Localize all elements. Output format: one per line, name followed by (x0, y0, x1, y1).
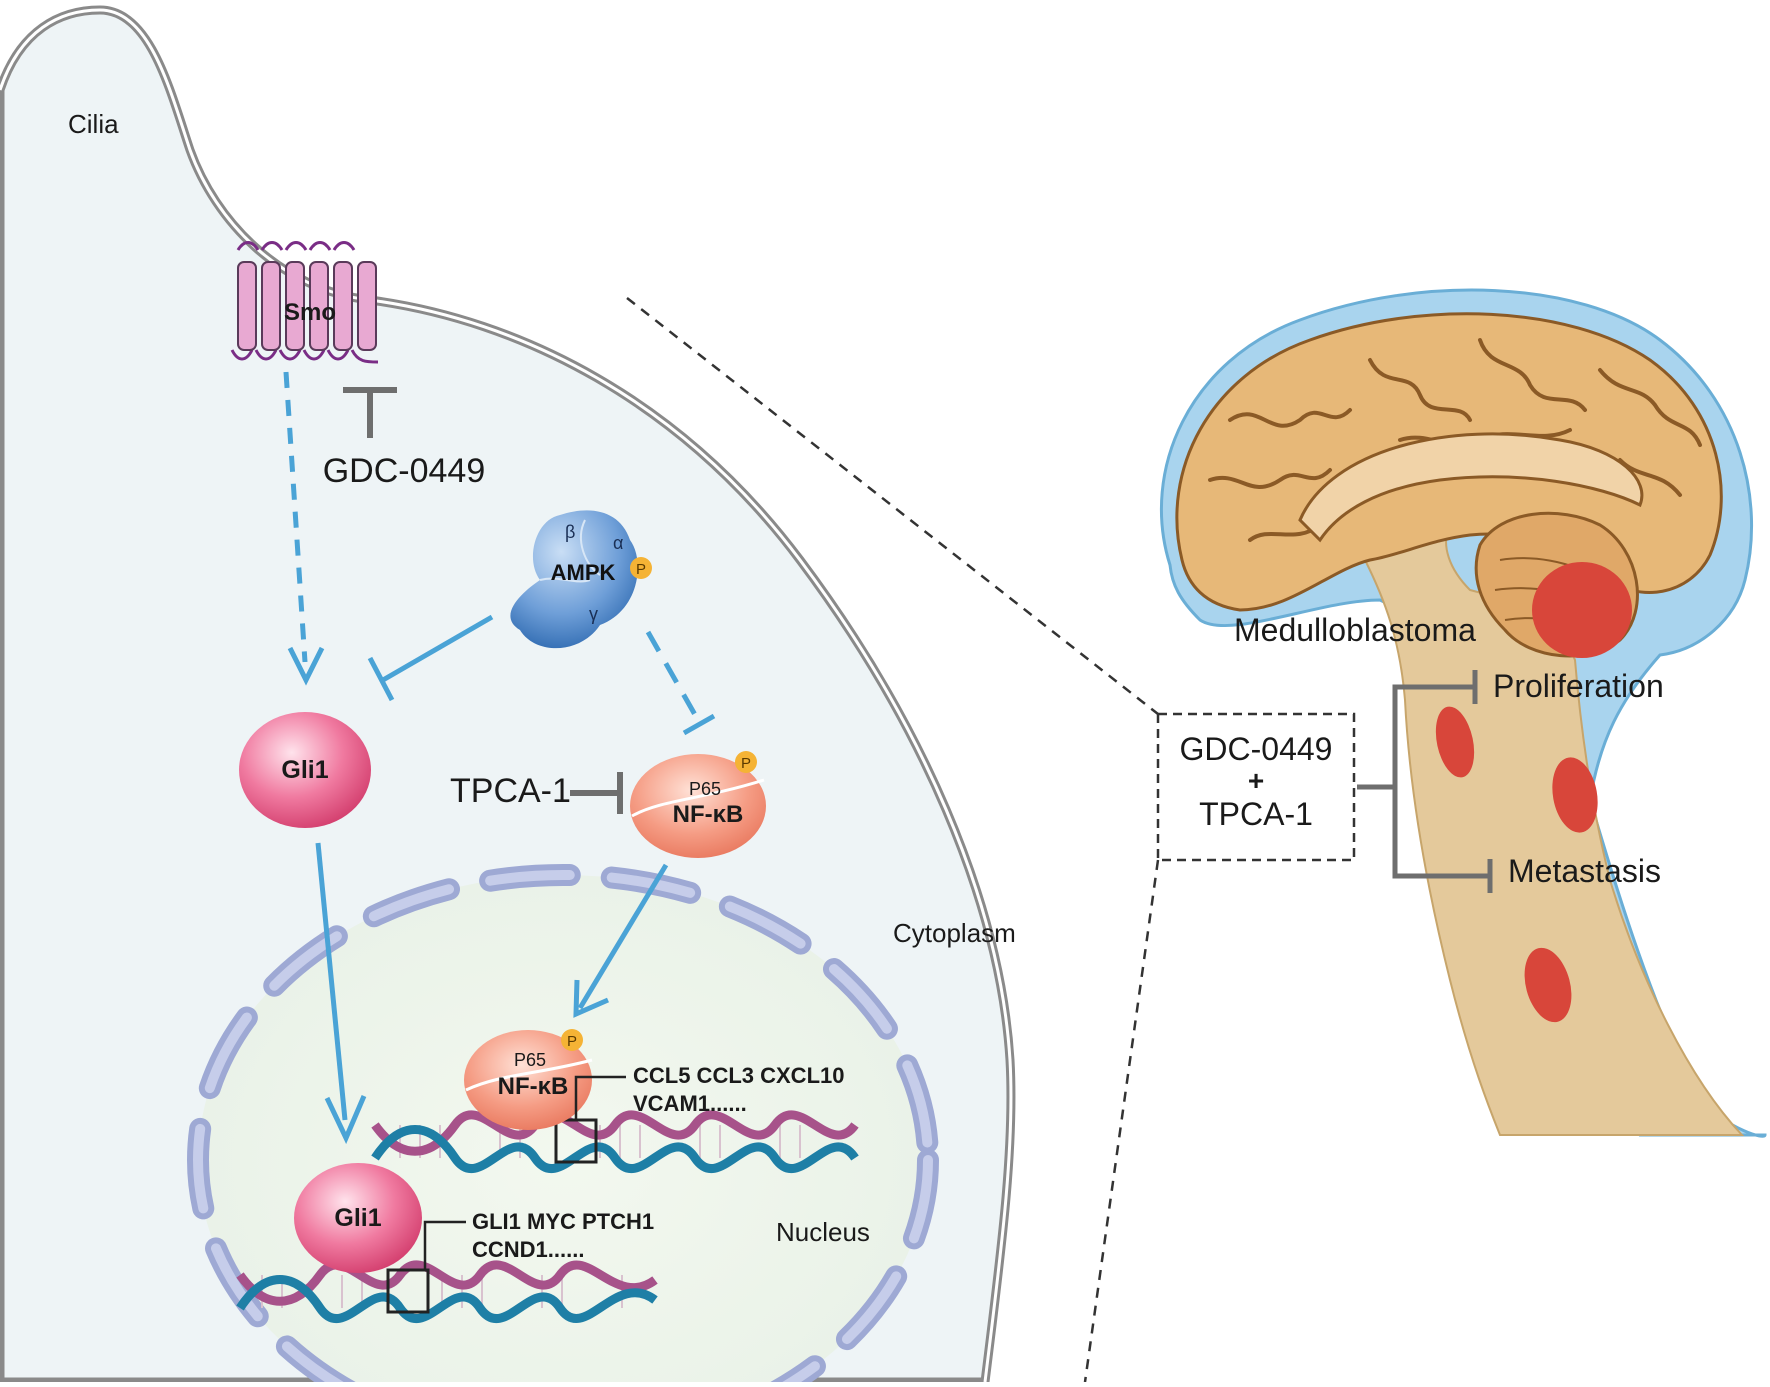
tumor-primary (1532, 562, 1632, 658)
brain-illustration (1160, 288, 1767, 1138)
tumor-metastasis-2 (1552, 757, 1598, 833)
gli1-target-genes: GLI1 MYC PTCH1 CCND1...... (423, 1209, 654, 1270)
gli1-nuclear: Gli1 (294, 1163, 422, 1273)
ampk-beta: β (565, 522, 575, 542)
gdc-label: GDC-0449 (323, 452, 486, 490)
ampk-complex: β α AMPK γ P (510, 510, 652, 649)
nfkb-cyto-subunit: P65 (689, 779, 721, 799)
smo-receptor: Smo (230, 241, 379, 364)
nfkb-cytoplasm: P65 NF-κB P (630, 751, 766, 858)
dna-nfkb (371, 1110, 859, 1174)
combo-drug-2: TPCA-1 (1199, 796, 1313, 832)
nfkb-nuclear: P65 NF-κB P (464, 1029, 593, 1130)
gli1-nuc-label: Gli1 (334, 1204, 381, 1232)
gli1-translocation-arrow (315, 842, 367, 1145)
medulloblastoma-label: Medulloblastoma (1234, 612, 1476, 648)
smo-label: Smo (284, 299, 336, 326)
outcome-metastasis: Metastasis (1508, 853, 1661, 889)
gli1-cytoplasm: Gli1 (239, 712, 371, 828)
combo-drug-1: GDC-0449 (1180, 731, 1333, 767)
tumor-metastasis-1 (1435, 706, 1475, 778)
zoom-line-bottom (1083, 859, 1160, 1383)
gdc-inhibition: GDC-0449 (323, 387, 486, 490)
nfkb-nuc-label: NF-κB (498, 1073, 569, 1100)
ampk-label: AMPK (551, 560, 616, 585)
nfkb-nuc-phospho-label: P (567, 1033, 577, 1050)
combo-plus: + (1248, 765, 1264, 796)
nucleus-label: Nucleus (776, 1217, 870, 1247)
nfkb-targets-line1: CCL5 CCL3 CXCL10 (633, 1063, 844, 1088)
gli1-targets-line1: GLI1 MYC PTCH1 (472, 1209, 654, 1234)
nfkb-target-genes: CCL5 CCL3 CXCL10 VCAM1...... (574, 1063, 844, 1120)
ampk-phospho-label: P (636, 561, 646, 578)
combo-therapy-box: GDC-0449 + TPCA-1 (1156, 712, 1356, 862)
nfkb-nuc-subunit: P65 (514, 1050, 546, 1070)
tpca-label: TPCA-1 (450, 772, 571, 810)
nfkb-targets-line2: VCAM1...... (633, 1091, 747, 1116)
tpca-inhibition: TPCA-1 (450, 772, 623, 814)
gli1-cyto-label: Gli1 (281, 756, 328, 784)
ampk-phospho (630, 557, 652, 579)
cilia-label: Cilia (68, 109, 119, 139)
outcome-proliferation: Proliferation (1493, 668, 1664, 704)
nfkb-nuc-phospho (561, 1029, 583, 1051)
nfkb-cyto-phospho-label: P (741, 755, 751, 772)
ampk-inhibits-gli1 (367, 614, 494, 702)
ampk-inhibits-nfkb (645, 630, 716, 736)
tumor-metastasis-3 (1524, 947, 1572, 1023)
nfkb-translocation-arrow (573, 863, 669, 1018)
ampk-gamma: γ (589, 604, 598, 624)
smo-to-gli1-arrow (283, 371, 325, 686)
cytoplasm-label: Cytoplasm (893, 918, 1016, 948)
zoom-line-top (626, 297, 1159, 715)
ampk-alpha: α (613, 533, 623, 553)
nfkb-cyto-phospho (735, 751, 757, 773)
dna-gli1 (236, 1260, 658, 1324)
gli1-binding-site (386, 1268, 430, 1314)
gli1-targets-line2: CCND1...... (472, 1237, 584, 1262)
outcome-inhibition-bracket (1357, 670, 1493, 893)
nfkb-cyto-label: NF-κB (673, 801, 744, 828)
